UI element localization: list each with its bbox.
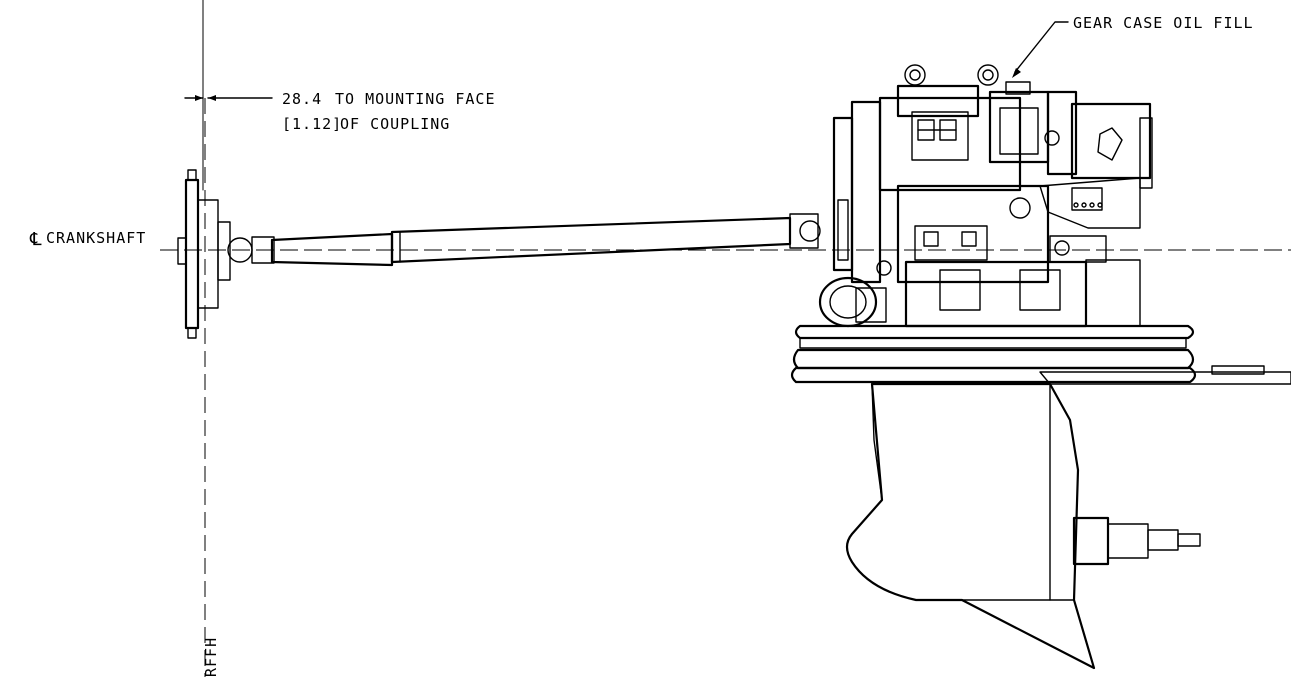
dimension-text-coupling: OF COUPLING (340, 115, 450, 133)
engine-block (818, 64, 1153, 328)
rffh-label: RFFH (202, 637, 220, 677)
dimension-value: 28.4 (282, 90, 322, 108)
flywheel-coupling (177, 169, 275, 339)
crankshaft-centerline-symbol: ℄ (29, 229, 43, 250)
driveshaft (270, 213, 821, 267)
drive-leg (845, 382, 1201, 670)
dimension-mounting-face (184, 95, 273, 101)
gear-case-oil-fill-label: GEAR CASE OIL FILL (1073, 14, 1254, 32)
dimension-inch-value: [1.12] (282, 115, 342, 133)
crankshaft-label: CRANKSHAFT (46, 229, 146, 247)
reference-lines (160, 0, 1291, 677)
dimension-text-mounting-face: TO MOUNTING FACE (335, 90, 496, 108)
oil-fill-leader (1012, 21, 1069, 78)
mounting-base (790, 324, 1291, 385)
